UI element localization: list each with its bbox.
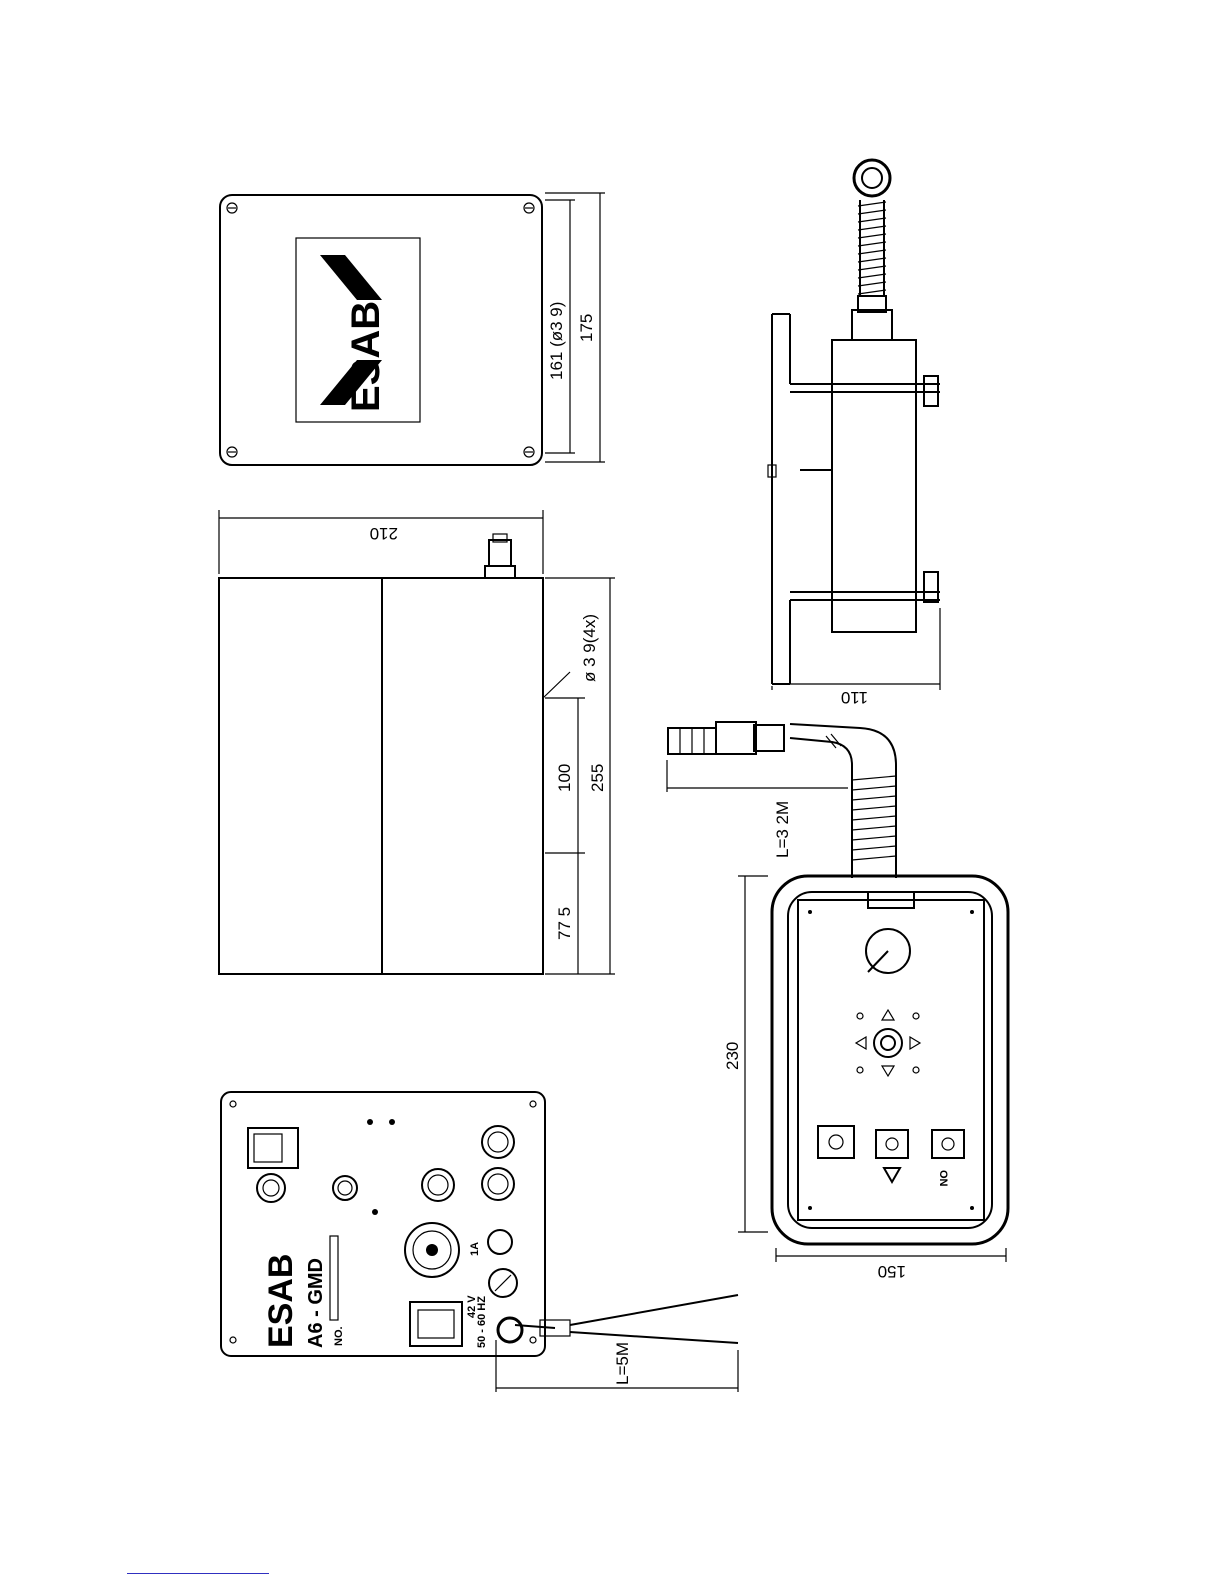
dim-110: 110 bbox=[841, 688, 868, 707]
dim-210: 210 bbox=[370, 524, 398, 543]
pendant-side-view: 110 bbox=[768, 160, 940, 707]
pendant-cable: L=3 2M bbox=[667, 722, 896, 878]
dim-power-cable: L=5M bbox=[613, 1342, 632, 1385]
dim-hole: ø 3 9(4x) bbox=[580, 614, 599, 682]
number-label: NO. bbox=[333, 1326, 345, 1346]
dim-100: 100 bbox=[555, 764, 574, 792]
front-logo: ESAB bbox=[262, 1254, 300, 1348]
dim-pendant-cable: L=3 2M bbox=[773, 801, 792, 858]
dim-150: 150 bbox=[878, 1262, 906, 1281]
model-label: A6 - GMD bbox=[305, 1258, 327, 1348]
dim-230: 230 bbox=[723, 1042, 742, 1070]
lid-logo: ESAB bbox=[344, 301, 388, 412]
dim-255: 255 bbox=[588, 764, 607, 792]
freq-label: 50 - 60 HZ bbox=[476, 1296, 488, 1348]
footer-rule bbox=[127, 1573, 269, 1574]
side-view: 210 ø 3 9(4x) 100 255 77 5 bbox=[219, 510, 615, 974]
fuse-label: 1A bbox=[469, 1242, 481, 1256]
dim-775: 77 5 bbox=[555, 907, 574, 940]
front-panel-view: ESAB A6 - GMD NO. 42 V 50 - 60 HZ 1A bbox=[221, 1092, 545, 1356]
dim-161: 161 (ø3 9) bbox=[547, 302, 566, 380]
lid-view: ESAB bbox=[220, 195, 542, 465]
btn-on-label: ON bbox=[937, 1170, 949, 1187]
dim-175: 175 bbox=[577, 314, 596, 342]
lid-dimensions: 161 (ø3 9) 175 bbox=[545, 193, 605, 462]
pendant-front-view: ON 230 150 bbox=[723, 876, 1008, 1281]
